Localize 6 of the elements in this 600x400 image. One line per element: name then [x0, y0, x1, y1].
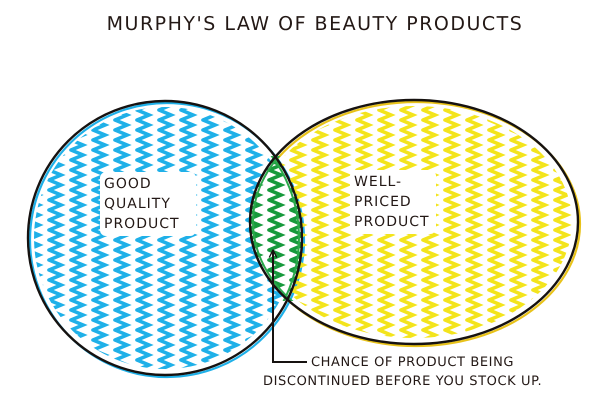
set-label: WELL-PRICED PRODUCT [350, 170, 436, 234]
leader-arrow [268, 249, 307, 363]
overlap-region [250, 156, 303, 301]
set-label: GOOD QUALITY PRODUCT [100, 172, 196, 236]
callout-text: CHANCE OF PRODUCT BEING DISCONTINUED BEFORE YOU STOCK UP. [263, 353, 585, 391]
title: MURPHY'S LAW OF BEAUTY PRODUCTS [106, 12, 524, 36]
